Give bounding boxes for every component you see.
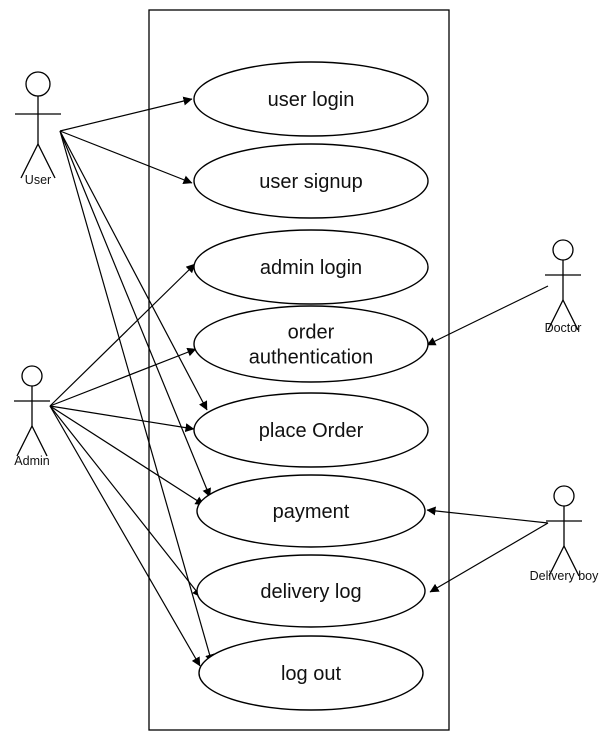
usecase-ellipse xyxy=(193,305,429,383)
usecase-ellipse xyxy=(196,554,426,628)
usecase-label: user login xyxy=(268,89,355,111)
actor-head xyxy=(21,365,43,387)
usecase-order-authentication: order authentication xyxy=(193,305,429,383)
usecase-label: log out xyxy=(281,663,341,685)
usecase-label: payment xyxy=(273,501,350,523)
actor-left-leg xyxy=(548,545,565,577)
actor-head xyxy=(25,71,51,97)
association-delivery-to-delivery-log xyxy=(429,522,549,593)
actor-left-leg xyxy=(547,299,564,331)
actor-label: Admin xyxy=(14,454,49,468)
usecase-ellipse xyxy=(193,229,429,305)
actor-right-leg xyxy=(37,143,56,179)
actor-label: Doctor xyxy=(545,321,582,335)
actor-head xyxy=(552,239,574,261)
association-admin-to-admin-login xyxy=(49,263,196,407)
usecase-user-login: user login xyxy=(193,61,429,137)
actor-admin: Admin xyxy=(14,365,50,468)
association-admin-to-payment xyxy=(49,405,205,506)
associations xyxy=(49,96,549,667)
usecase-ellipse xyxy=(196,474,426,548)
association-doctor-to-order-authentication xyxy=(426,285,549,346)
usecase-label: user signup xyxy=(259,171,362,193)
usecase-label: admin login xyxy=(260,257,362,279)
actor-left-leg xyxy=(20,143,39,179)
association-user-to-place-order xyxy=(59,130,208,411)
usecase-ellipse xyxy=(193,392,429,468)
association-user-to-user-login xyxy=(59,96,193,132)
association-admin-to-delivery-log xyxy=(49,405,202,598)
actor-left-leg xyxy=(16,425,33,457)
usecase-label: authentication xyxy=(249,347,374,369)
usecase-payment: payment xyxy=(196,474,426,548)
usecase-label: place Order xyxy=(259,420,364,442)
association-admin-to-log-out xyxy=(49,405,201,667)
actor-right-leg xyxy=(31,425,48,457)
usecase-ellipse xyxy=(198,635,424,711)
usecase-ellipse xyxy=(193,143,429,219)
actor-delivery: Delivery boy xyxy=(530,485,600,583)
usecase-label: order xyxy=(288,322,335,344)
usecase-delivery-log: delivery log xyxy=(196,554,426,628)
usecase-log-out: log out xyxy=(198,635,424,711)
actor-right-leg xyxy=(562,299,579,331)
usecase-user-signup: user signup xyxy=(193,143,429,219)
association-user-to-user-signup xyxy=(59,130,193,185)
actor-head xyxy=(553,485,575,507)
usecase-label: delivery log xyxy=(260,581,361,603)
use-cases: user login user signup admin login order aut… xyxy=(193,61,429,711)
association-user-to-payment xyxy=(59,130,211,498)
association-admin-to-place-order xyxy=(49,405,195,433)
usecase-admin-login: admin login xyxy=(193,229,429,305)
association-admin-to-order-authentication xyxy=(49,347,197,407)
actor-right-leg xyxy=(563,545,580,577)
actor-doctor: Doctor xyxy=(545,239,582,335)
actor-label: User xyxy=(25,173,51,187)
actor-user: User xyxy=(15,71,61,187)
usecase-ellipse xyxy=(193,61,429,137)
system-boundary xyxy=(148,9,450,731)
usecase-place-order: place Order xyxy=(193,392,429,468)
association-delivery-to-payment xyxy=(426,506,549,524)
association-user-to-log-out xyxy=(59,130,214,664)
actor-label: Delivery boy xyxy=(530,569,600,583)
